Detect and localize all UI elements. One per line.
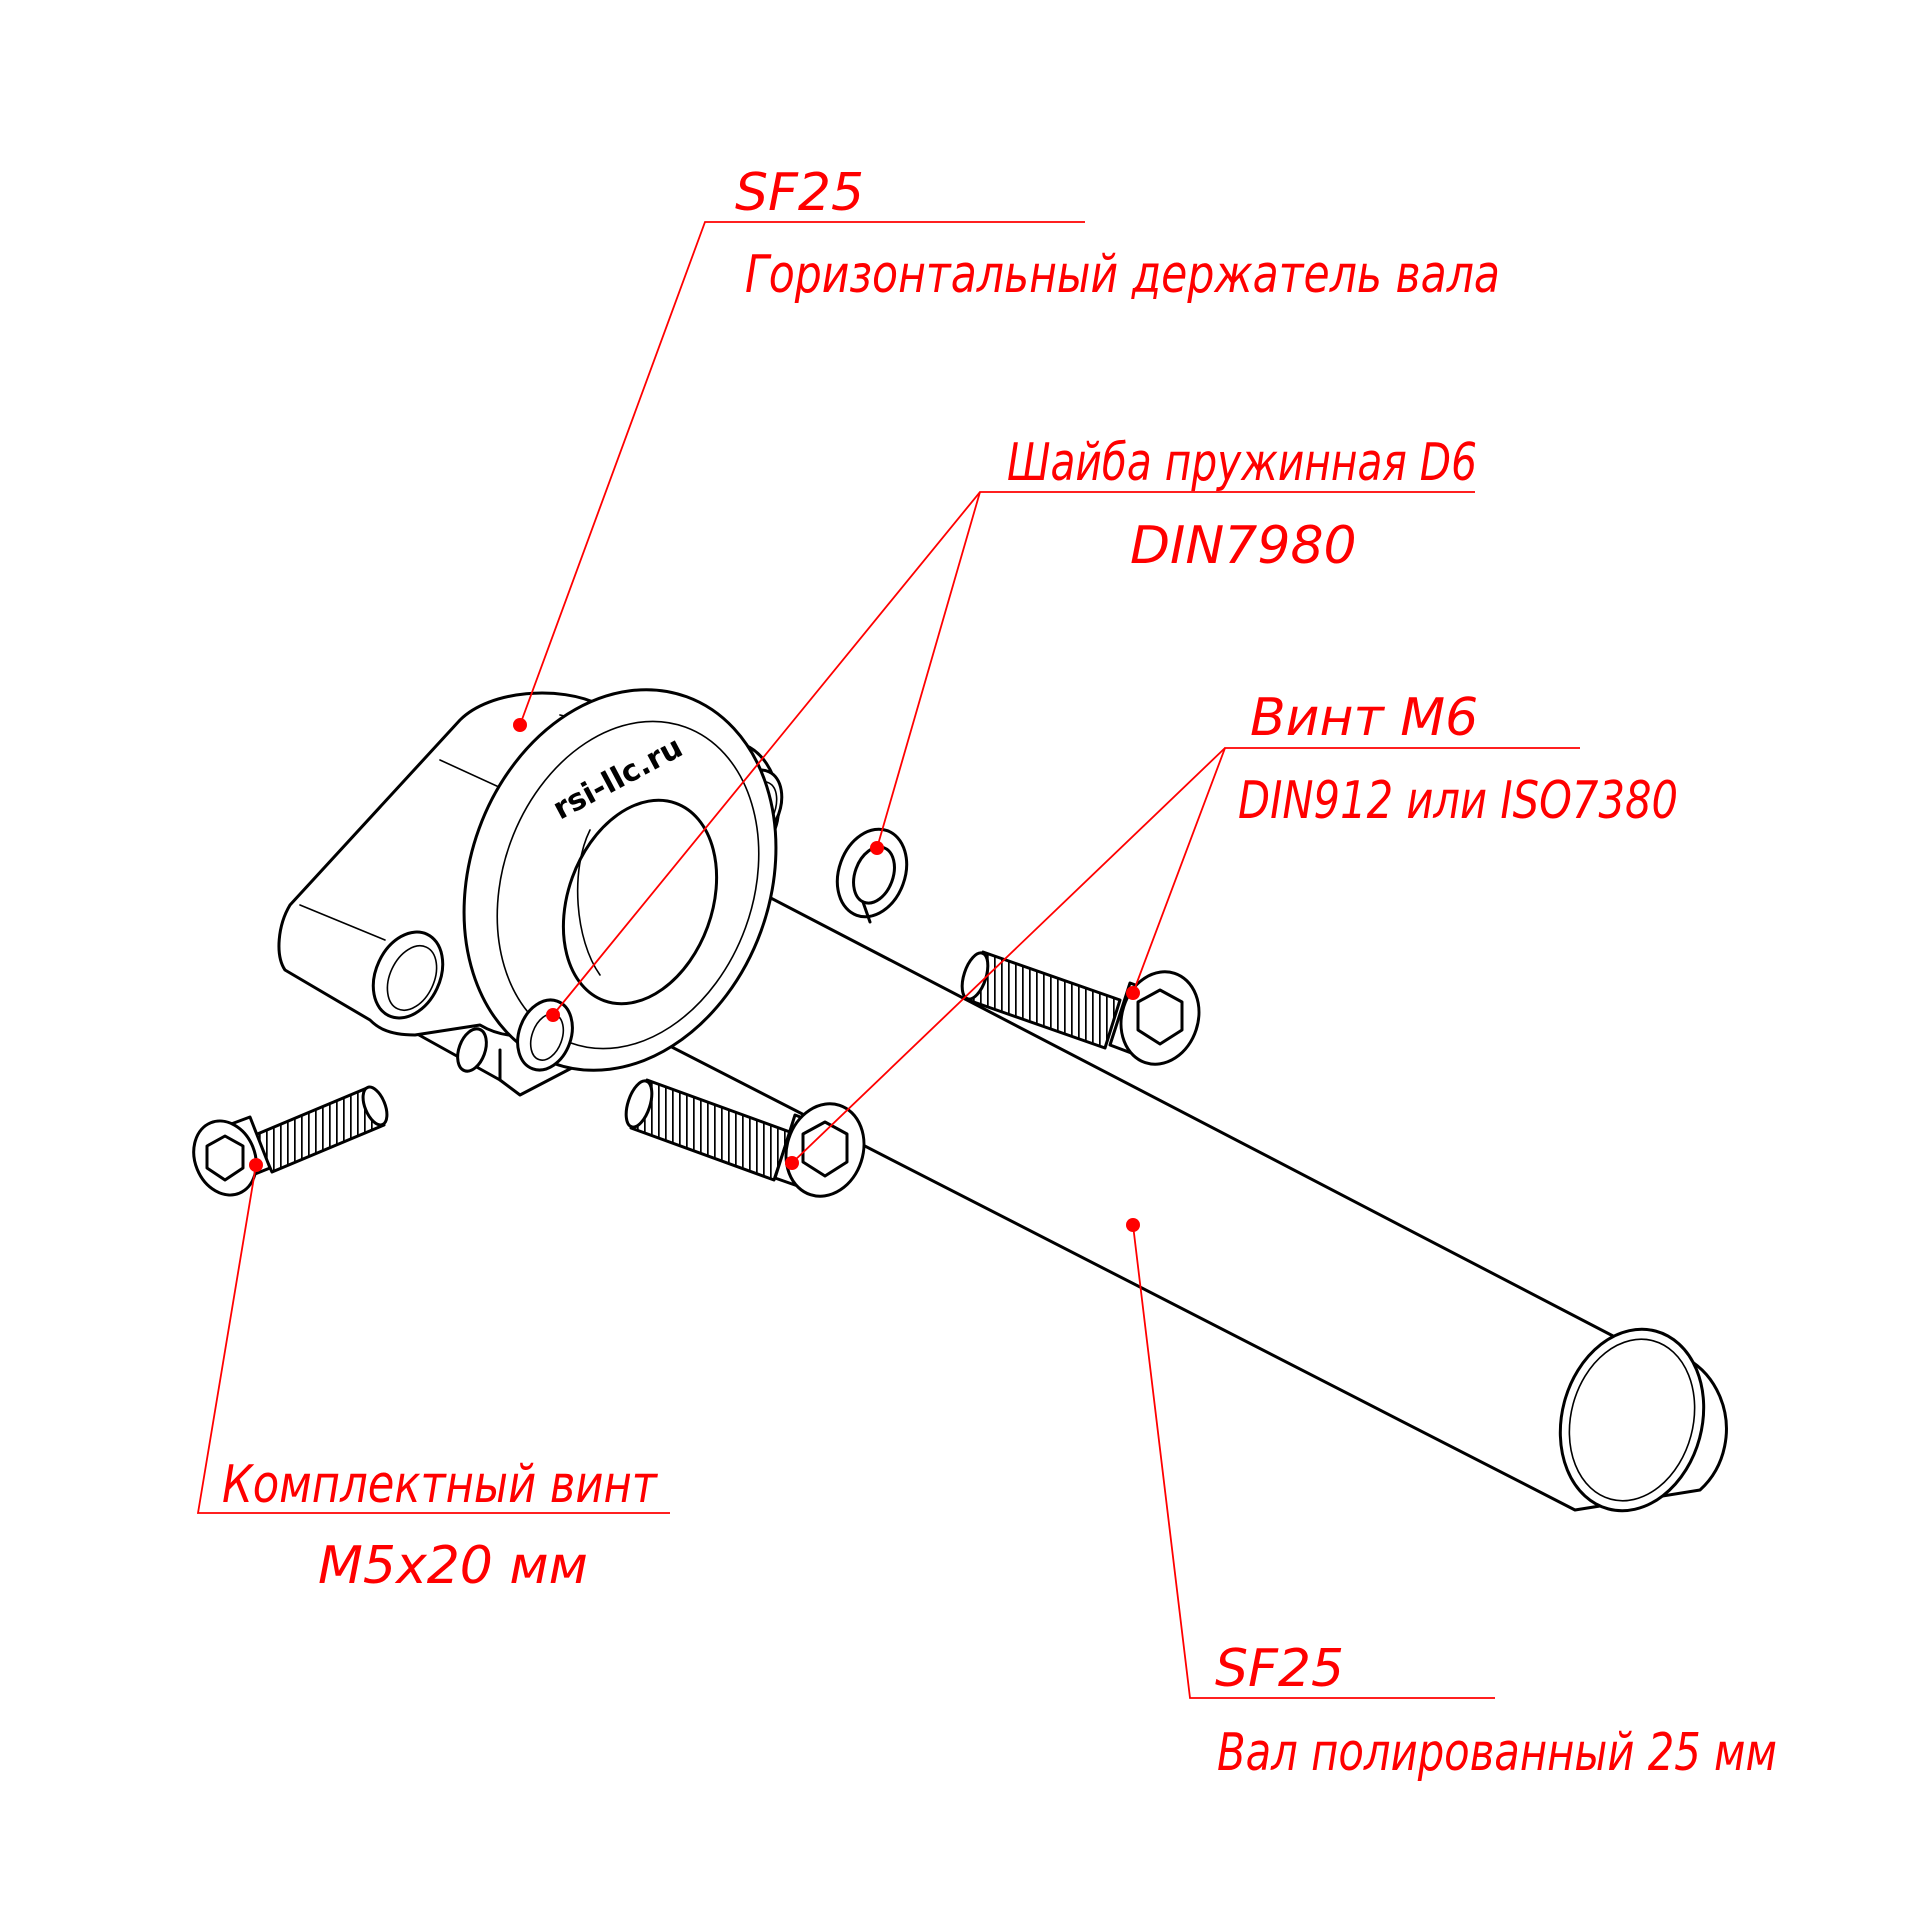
set-screw-m5 (192, 1085, 389, 1197)
holder-name-label: Горизонтальный держатель вала (745, 245, 1500, 305)
screw-m6-upper (960, 950, 1201, 1066)
set-screw-hex (205, 1134, 245, 1182)
set-screw-name-label: Комплектный винт (222, 1455, 658, 1515)
leader-set-screw (196, 1164, 670, 1514)
holder-left-hole (371, 930, 445, 1020)
shaft-name-label: Вал полированный 25 мм (1217, 1723, 1777, 1783)
dot-washer-loose (870, 841, 884, 855)
labels: SF25 Горизонтальный держатель вала Шайба… (222, 163, 1777, 1783)
set-screw-size-label: M5x20 мм (318, 1536, 588, 1596)
leader-holder (519, 221, 1085, 726)
annotations (196, 221, 1580, 1699)
dot-set-screw (249, 1158, 263, 1172)
dot-holder (513, 718, 527, 732)
dot-washer-mounted (546, 1008, 560, 1022)
holder-bore (561, 798, 719, 1006)
shaft-end-chamfer (1568, 1338, 1696, 1502)
shaft-code-label: SF25 (1215, 1639, 1344, 1699)
dot-screw-upper (1126, 986, 1140, 1000)
leader-shaft (1132, 1224, 1495, 1699)
shaft-end-face (1558, 1327, 1706, 1513)
screw-m6-upper-hex (1136, 988, 1184, 1046)
screw-m6-lower (624, 1078, 866, 1198)
washer-name-label: Шайба пружинная D6 (1007, 433, 1477, 493)
polished-shaft (578, 828, 1728, 1513)
dot-screw-lower (785, 1156, 799, 1170)
leader-screw-b (791, 747, 1226, 1164)
leader-washer-b (876, 491, 981, 849)
holder-base-hole (456, 1027, 488, 1073)
screw-std-label: DIN912 или ISO7380 (1238, 771, 1678, 831)
washer-std-label: DIN7980 (1130, 516, 1357, 576)
spring-washer (835, 827, 909, 924)
holder-code-label: SF25 (735, 163, 864, 223)
screw-name-label: Винт M6 (1250, 688, 1478, 748)
screw-m6-lower-hex (801, 1120, 849, 1178)
dot-shaft (1126, 1218, 1140, 1232)
